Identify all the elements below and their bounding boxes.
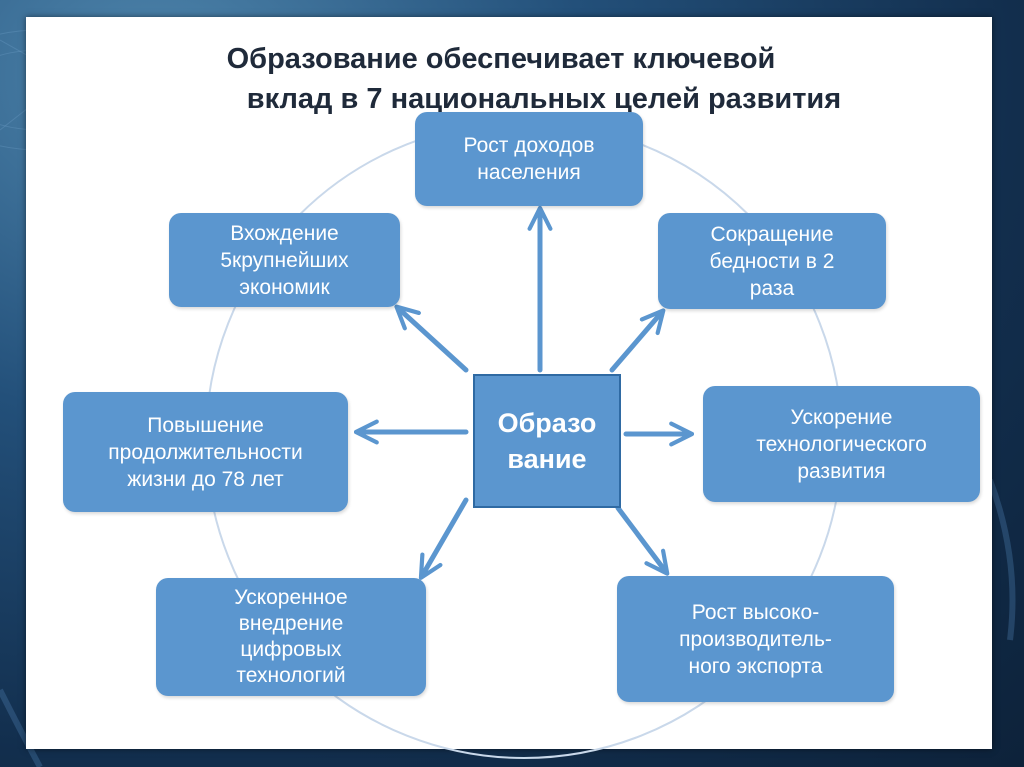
- goal-high-productivity-export: Рост высоко- производитель- ного экспорт…: [617, 576, 894, 702]
- title-line-1: Образование обеспечивает ключевой: [226, 43, 776, 75]
- slide-title: Образование обеспечивает ключевой вклад …: [26, 39, 992, 119]
- goal-income: Рост доходов населения: [415, 112, 643, 206]
- goal-life-expectancy: Повышение продолжительности жизни до 78 …: [63, 392, 348, 512]
- goal-top-five-economies: Вхождение 5крупнейших экономик: [169, 213, 400, 307]
- title-line-2: вклад в 7 национальных целей развития: [246, 83, 842, 115]
- center-node-education: Образо вание: [473, 374, 621, 508]
- goal-technological-development: Ускорение технологического развития: [703, 386, 980, 502]
- goal-digital-technologies: Ускоренное внедрение цифровых технологий: [156, 578, 426, 696]
- goal-poverty-reduction: Сокращение бедности в 2 раза: [658, 213, 886, 309]
